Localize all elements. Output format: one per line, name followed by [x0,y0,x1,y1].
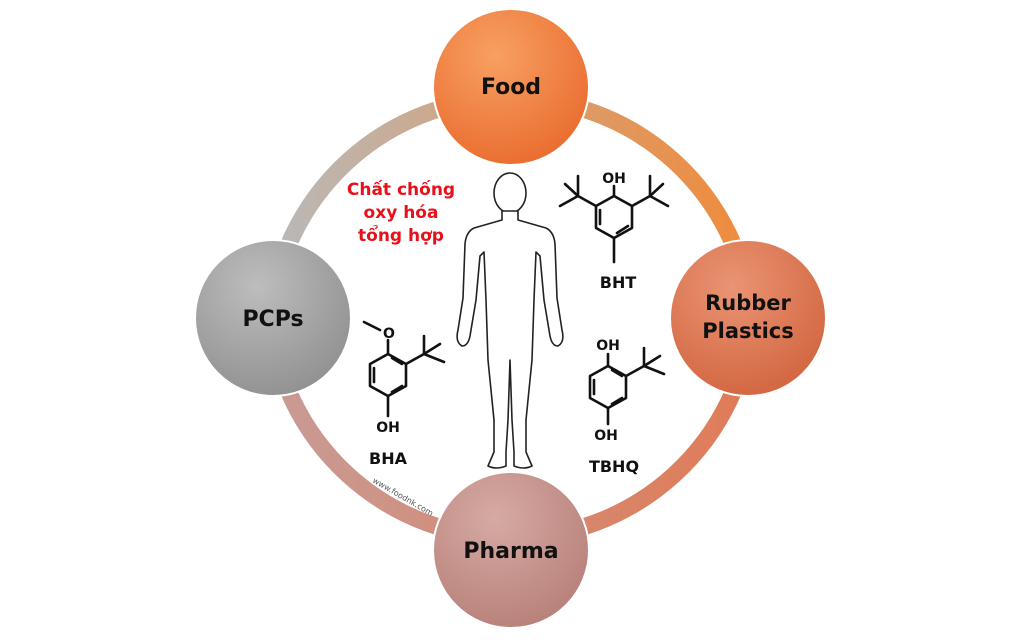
node-pharma: Pharma [432,471,590,629]
node-pcps-label: PCPs [242,307,303,332]
node-pcps: PCPs [194,239,352,397]
center-title-line-2: oxy hóa [364,203,439,223]
tbhq-structure: OH OH TBHQ [588,338,666,476]
center-title-line-1: Chất chống [347,179,455,200]
node-pharma-label: Pharma [463,539,558,564]
bha-name: BHA [369,449,408,468]
bht-structure: OH BHT [558,171,670,292]
node-plastics-label: Plastics [702,319,793,343]
bht-oh-label: OH [602,171,626,187]
tbhq-name: TBHQ [589,457,639,476]
node-food-label: Food [481,75,541,100]
bht-name: BHT [600,273,637,292]
bha-oh-label: OH [376,420,400,436]
node-food: Food [432,8,590,166]
center-title: Chất chống oxy hóa tổng hợp [347,179,455,246]
center-title-line-3: tổng hợp [358,224,444,246]
tbhq-oh-top-label: OH [596,338,620,354]
bha-structure: O OH BHA [362,320,446,468]
tbhq-oh-bottom-label: OH [594,428,618,444]
human-body-icon [456,172,564,469]
node-rubber-label: Rubber [705,291,791,315]
node-rubber-plastics: Rubber Plastics [669,239,827,397]
bha-o-label: O [383,326,395,342]
